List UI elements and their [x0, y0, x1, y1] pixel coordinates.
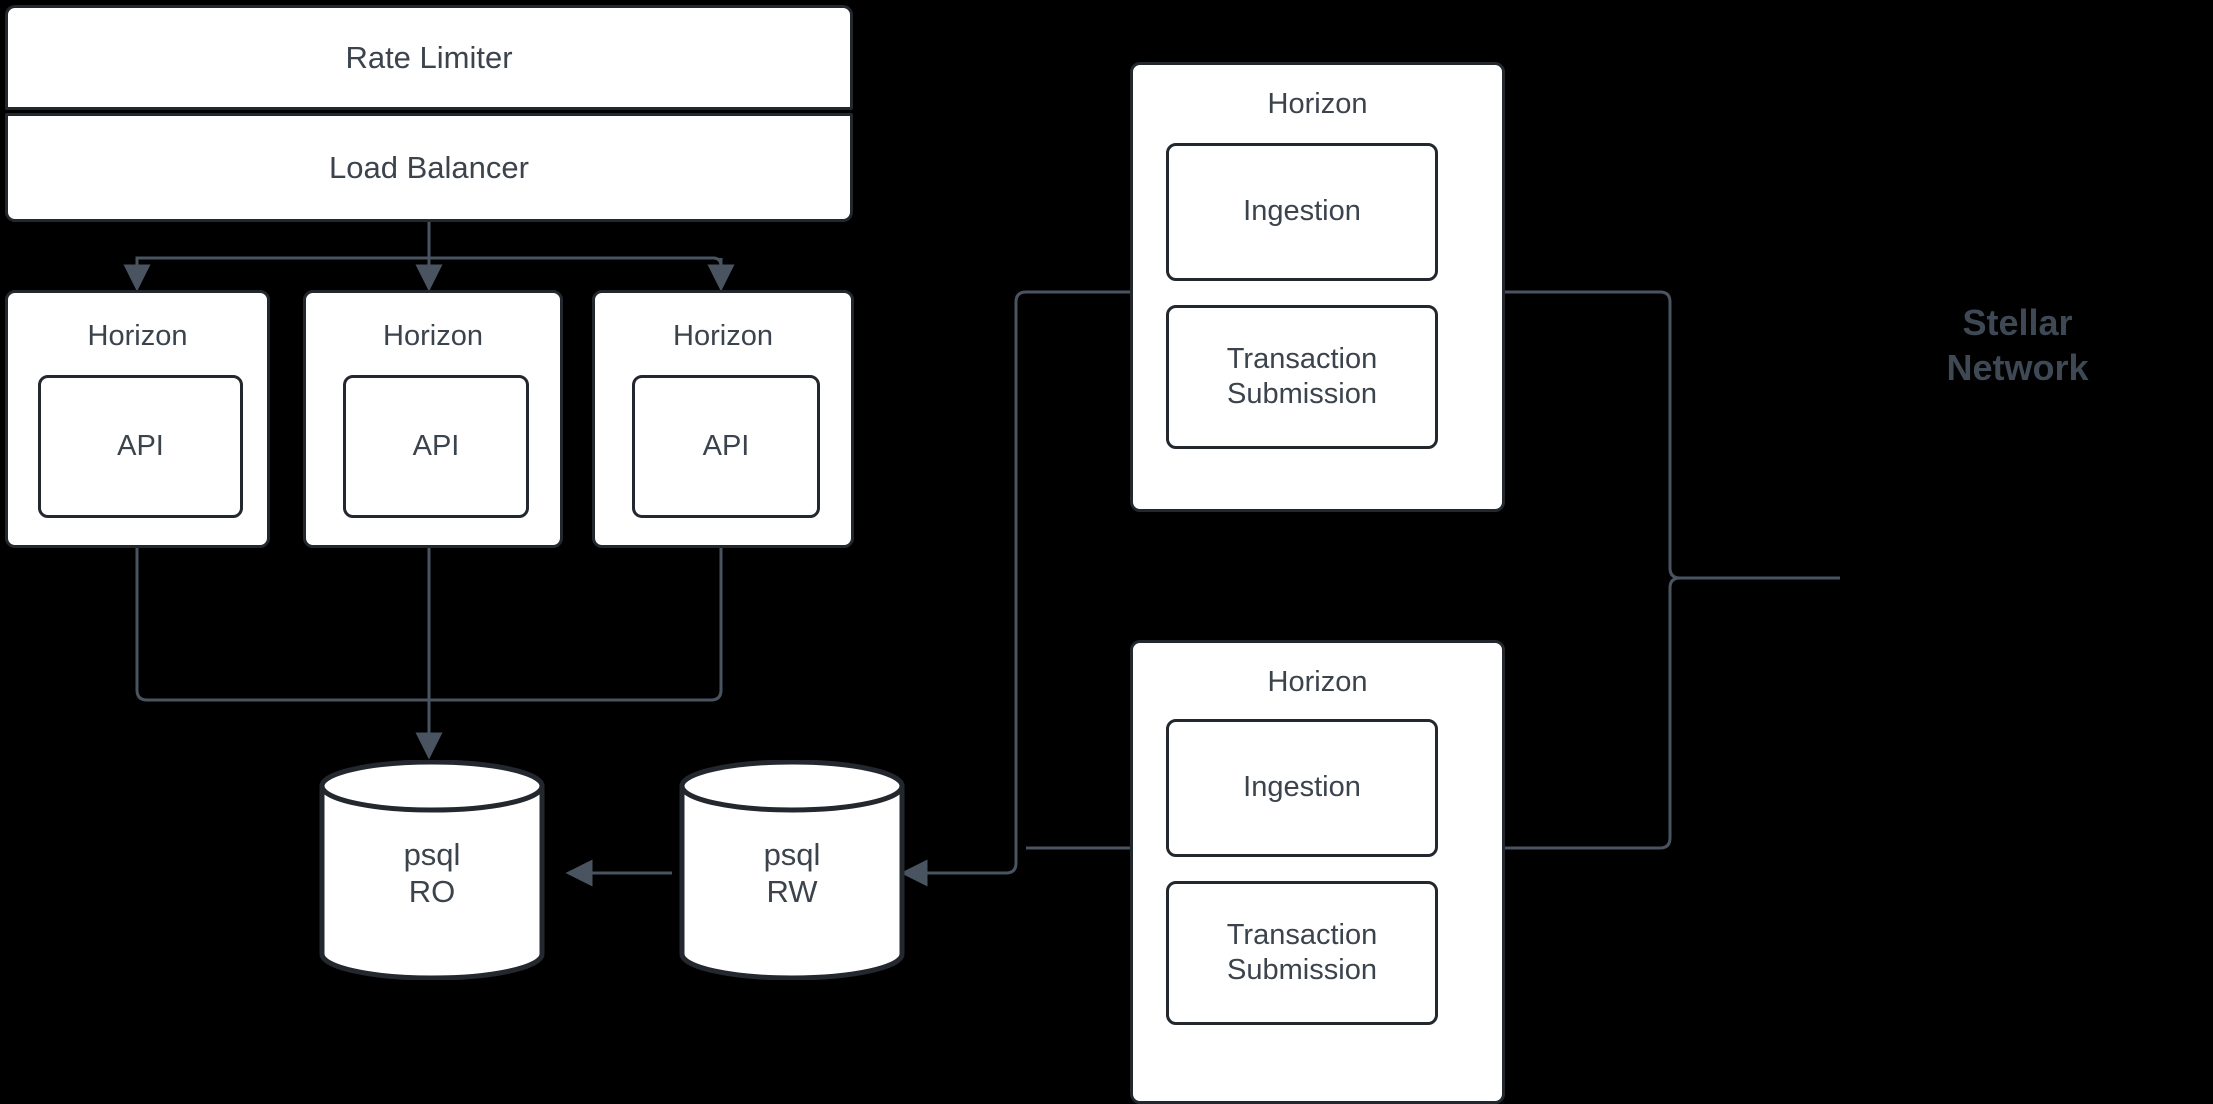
node-psql-ro-label: psql RO [403, 837, 461, 910]
database-cylinder-icon [319, 759, 545, 981]
node-transaction-submission-top[interactable]: Transaction Submission [1166, 305, 1438, 449]
node-horizon-api-2-title: Horizon [383, 320, 483, 352]
node-load-balancer[interactable]: Load Balancer [5, 113, 853, 222]
database-cylinder-icon [679, 759, 905, 981]
node-ingestion-bottom[interactable]: Ingestion [1166, 719, 1438, 857]
node-horizon-worker-top[interactable]: Horizon Ingestion Transaction Submission [1130, 62, 1505, 512]
edge-horizon-top-to-network [1505, 290, 1840, 580]
node-psql-ro[interactable]: psql RO [318, 759, 546, 981]
node-horizon-api-3[interactable]: Horizon API [592, 290, 854, 548]
edge-horizon-bottom-to-network [1505, 576, 1681, 850]
node-horizon-worker-bottom-title: Horizon [1267, 666, 1368, 698]
edge-horizon3-to-psqlro [429, 548, 723, 702]
node-horizon-api-1-title: Horizon [87, 320, 188, 352]
edge-lb-fanout-bar [135, 256, 723, 270]
edge-horizon-top-to-psqlrw [900, 290, 1130, 887]
node-ingestion-top[interactable]: Ingestion [1166, 143, 1438, 281]
node-horizon-worker-bottom[interactable]: Horizon Ingestion Transaction Submission [1130, 640, 1505, 1104]
node-horizon-api-1[interactable]: Horizon API [5, 290, 270, 548]
node-horizon-worker-top-title: Horizon [1267, 88, 1368, 120]
node-psql-rw-label: psql RW [763, 837, 821, 910]
node-api-2[interactable]: API [343, 375, 529, 518]
node-api-1[interactable]: API [38, 375, 243, 518]
node-api-3[interactable]: API [632, 375, 820, 518]
node-horizon-api-2[interactable]: Horizon API [303, 290, 563, 548]
node-psql-rw[interactable]: psql RW [678, 759, 906, 981]
node-transaction-submission-bottom[interactable]: Transaction Submission [1166, 881, 1438, 1025]
edge-horizon1-to-psqlro [135, 548, 429, 702]
label-stellar-network: Stellar Network [1946, 302, 2089, 388]
node-rate-limiter[interactable]: Rate Limiter [5, 5, 853, 110]
node-horizon-api-3-title: Horizon [673, 320, 773, 352]
